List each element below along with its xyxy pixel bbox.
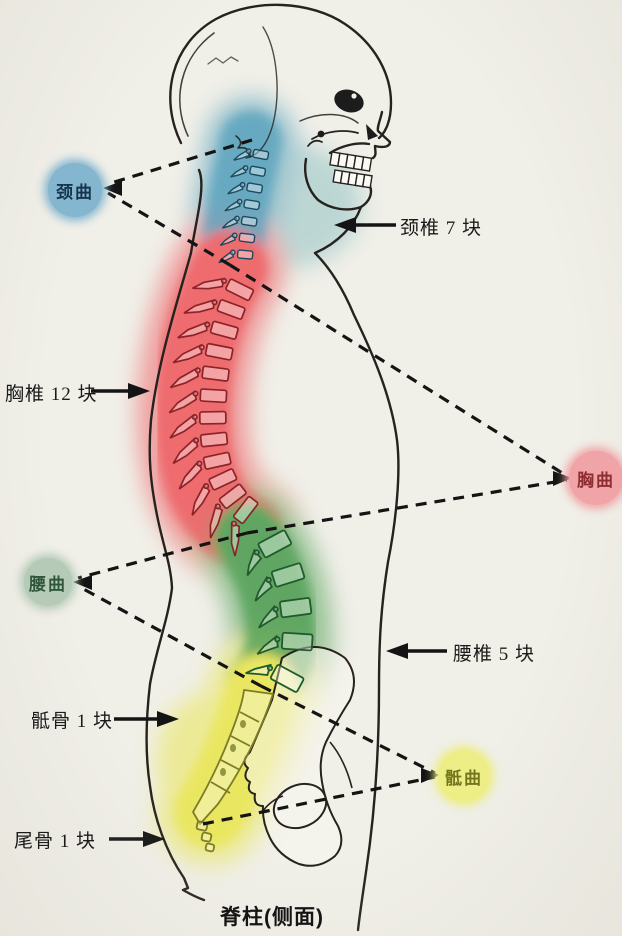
zygomatic-arch [311,130,359,140]
cervical-ray-head [103,181,122,196]
vertebra [172,342,234,364]
coccyx-2 [200,831,213,843]
nasal-aperture [366,124,378,140]
occiput-base [235,135,251,158]
sacrum-art [192,689,274,853]
ischium-line [261,795,284,813]
coccyx-count-label: 尾骨 1 块 [14,831,97,852]
front-outline [313,205,400,932]
vertebra [224,198,261,212]
back-outline [145,168,206,902]
eye-socket [334,89,364,113]
thoracic-ray-top [229,263,568,478]
thoracic-count-label: 胸椎 12 块 [5,384,98,405]
vertebra [191,468,238,516]
skull-outline [169,3,393,145]
vertebra [258,597,313,629]
vertebra [169,410,227,439]
teeth-upper [329,151,373,172]
cervical-arrow-head [334,217,356,233]
vertebra [183,298,246,320]
jaw-condyle [307,139,323,147]
vertebra [254,562,306,602]
eye-socket-highlight [351,93,357,99]
acetabulum-line [329,741,353,789]
curvature-ray-arrowheads [73,181,572,783]
maxilla-line [328,142,371,155]
skull-suture-2 [207,56,239,65]
curvature-dashed-lines [77,138,568,826]
coccyx-3 [204,842,216,853]
sacrum-arrow-head [157,711,179,727]
vertebra [168,388,228,414]
vertebra [227,181,264,195]
temporal-line [299,113,359,124]
pelvis-art [243,646,355,867]
vertebra [209,483,247,539]
obturator-foramen [272,782,328,830]
vertebra [233,148,270,161]
coccyx-arrow-head [143,831,165,847]
segment-label-arrowheads [128,217,408,847]
lumbar-ray-top [77,531,248,580]
face-profile [371,110,392,160]
sacral-ray-top [260,684,436,775]
vertebra [178,451,232,490]
lumbar-arrow-head [386,643,408,659]
vertebra [221,215,258,229]
vertebra [256,631,314,655]
sacrum-count-label: 骶骨 1 块 [31,711,114,732]
cervical-count-label: 颈椎 7 块 [400,218,483,239]
vertebral-column [168,148,314,693]
vertebra [245,663,305,693]
vertebra [172,431,229,465]
cervical-curve-badge: 颈曲 [48,163,102,217]
cervical-ray-bottom [107,191,231,267]
vertebra [169,365,230,389]
sacrum-wedge [192,689,274,825]
sacral-ray-head [421,768,440,783]
lumbar-curve-badge: 腰曲 [24,558,72,606]
hip-bone [243,646,355,867]
sacral-curve-badge: 骶曲 [438,750,490,802]
vertebra [246,529,292,577]
body-outline [145,3,400,932]
vertebra [219,232,256,246]
vertebra [230,165,267,178]
lumbar-ray-bottom [77,584,262,688]
skull-suture [245,26,278,159]
lumbar-ray-head [73,575,92,590]
vertebra [177,320,239,340]
thoracic-ray-bottom [246,478,568,535]
teeth-lower [332,169,373,189]
thoracic-curve-badge: 胸曲 [569,451,622,505]
cervical-ray-top [107,138,253,186]
chin-jaw [304,157,373,211]
thoracic-arrow-head [128,383,150,399]
ear-canal [317,130,325,138]
skull-inner-line [179,32,215,137]
sacral-ray-bottom [202,775,436,826]
segment-label-arrows [91,223,447,841]
figure-caption: 脊柱(侧面) [220,906,324,929]
vertebra [230,495,259,557]
vertebra [192,277,255,302]
thoracic-ray-head [553,471,572,486]
lumbar-count-label: 腰椎 5 块 [453,644,536,665]
